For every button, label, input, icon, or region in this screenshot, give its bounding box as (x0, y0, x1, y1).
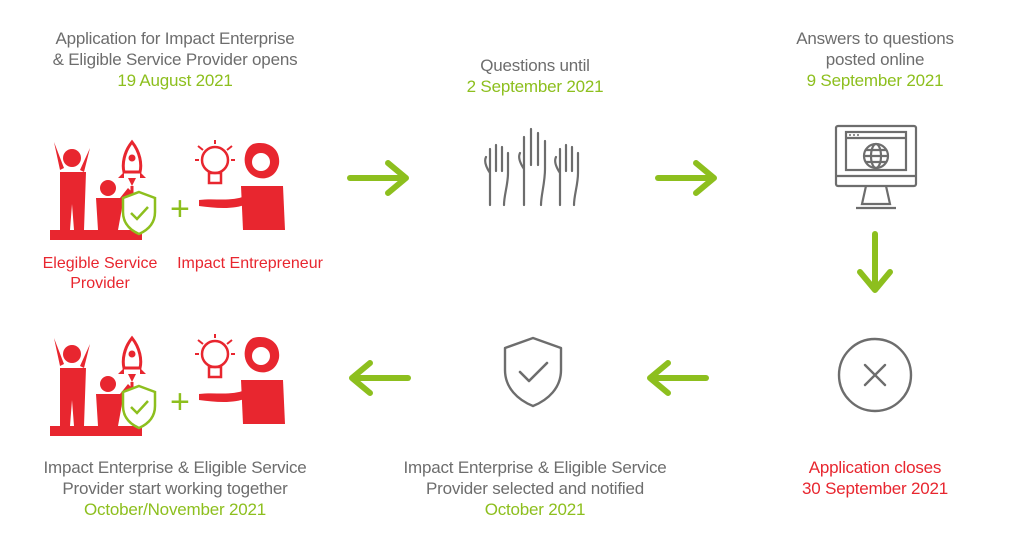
arrow-right-icon-2 (655, 160, 717, 196)
step-open-text: Application for Impact Enterprise & Elig… (30, 28, 320, 91)
step-open-date: 19 August 2021 (117, 71, 233, 90)
step-answers-date: 9 September 2021 (806, 71, 944, 90)
entrepreneur-label: Impact Entrepreneur (177, 255, 323, 272)
esp-label-line1: Elegible Service (42, 255, 158, 272)
step-closes-date: 30 September 2021 (802, 479, 948, 498)
arrow-right-icon (347, 160, 409, 196)
step-working-date: October/November 2021 (84, 500, 266, 519)
step-open-line1: Application for Impact Enterprise (55, 29, 295, 48)
step-answers-text: Answers to questions posted online 9 Sep… (770, 28, 980, 91)
shield-check-small-icon (121, 190, 157, 236)
arrow-left-icon (647, 360, 709, 396)
plus-sign-bottom: + (170, 383, 190, 421)
step-answers-line2: posted online (825, 50, 925, 69)
lightbulb-entrepreneur-icon (195, 140, 285, 230)
shield-check-icon (503, 336, 563, 408)
step-questions-text: Questions until 2 September 2021 (430, 55, 640, 97)
step-closes-line1: Application closes (808, 458, 942, 477)
raised-hands-icon (484, 127, 580, 207)
arrow-left-icon-2 (349, 360, 411, 396)
close-circle-icon (837, 337, 913, 413)
step-questions-date: 2 September 2021 (466, 77, 604, 96)
arrow-down-icon (857, 231, 893, 293)
shield-check-small-icon-2 (121, 384, 157, 430)
step-selected-line2: Provider selected and notified (426, 479, 644, 498)
step-selected-text: Impact Enterprise & Eligible Service Pro… (385, 457, 685, 520)
esp-label: Elegible Service Provider (30, 254, 170, 294)
step-working-line1: Impact Enterprise & Eligible Service (43, 458, 307, 477)
step-closes-text: Application closes 30 September 2021 (780, 457, 970, 499)
step-answers-line1: Answers to questions (796, 29, 954, 48)
esp-label-line2: Provider (70, 275, 130, 292)
step-selected-line1: Impact Enterprise & Eligible Service (403, 458, 667, 477)
computer-globe-icon (834, 124, 918, 210)
step-open-line2: & Eligible Service Provider opens (52, 50, 298, 69)
step-working-text: Impact Enterprise & Eligible Service Pro… (25, 457, 325, 520)
lightbulb-entrepreneur-icon-2 (195, 334, 285, 424)
plus-sign-top: + (170, 190, 190, 228)
step-selected-date: October 2021 (484, 500, 586, 519)
step-working-line2: Provider start working together (62, 479, 288, 498)
step-questions-line1: Questions until (480, 56, 590, 75)
